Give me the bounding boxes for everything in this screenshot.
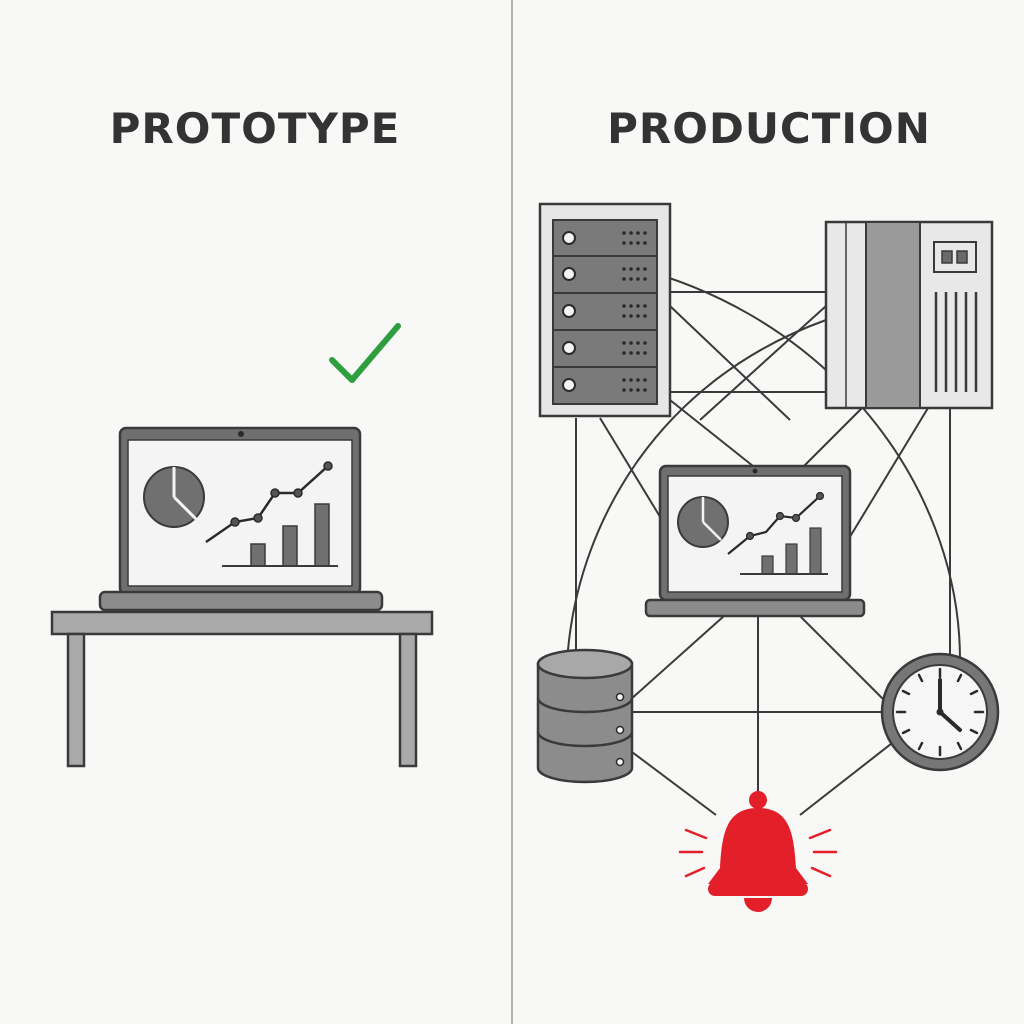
pie-chart-icon: [143, 466, 205, 528]
network-connections: [567, 259, 961, 816]
bar-chart-icon: [740, 527, 828, 575]
alarm-bell-icon: [678, 791, 838, 912]
database-icon: [536, 648, 634, 784]
laptop-icon: [98, 426, 384, 612]
mainframe-cabinet-icon: [824, 220, 994, 410]
desk-icon: [50, 610, 434, 768]
clock-icon: [880, 652, 1000, 772]
line-chart-icon: [205, 461, 333, 544]
pie-chart-icon: [677, 496, 729, 548]
prototype-panel: [50, 323, 434, 768]
laptop-icon: [644, 464, 866, 618]
production-title: PRODUCTION: [607, 104, 931, 153]
production-panel: [536, 202, 1000, 912]
prototype-title: PROTOTYPE: [109, 104, 401, 153]
line-chart-icon: [727, 491, 825, 555]
bar-chart-icon: [222, 503, 338, 567]
checkmark-icon: [329, 323, 401, 383]
server-rack-icon: [538, 202, 672, 418]
